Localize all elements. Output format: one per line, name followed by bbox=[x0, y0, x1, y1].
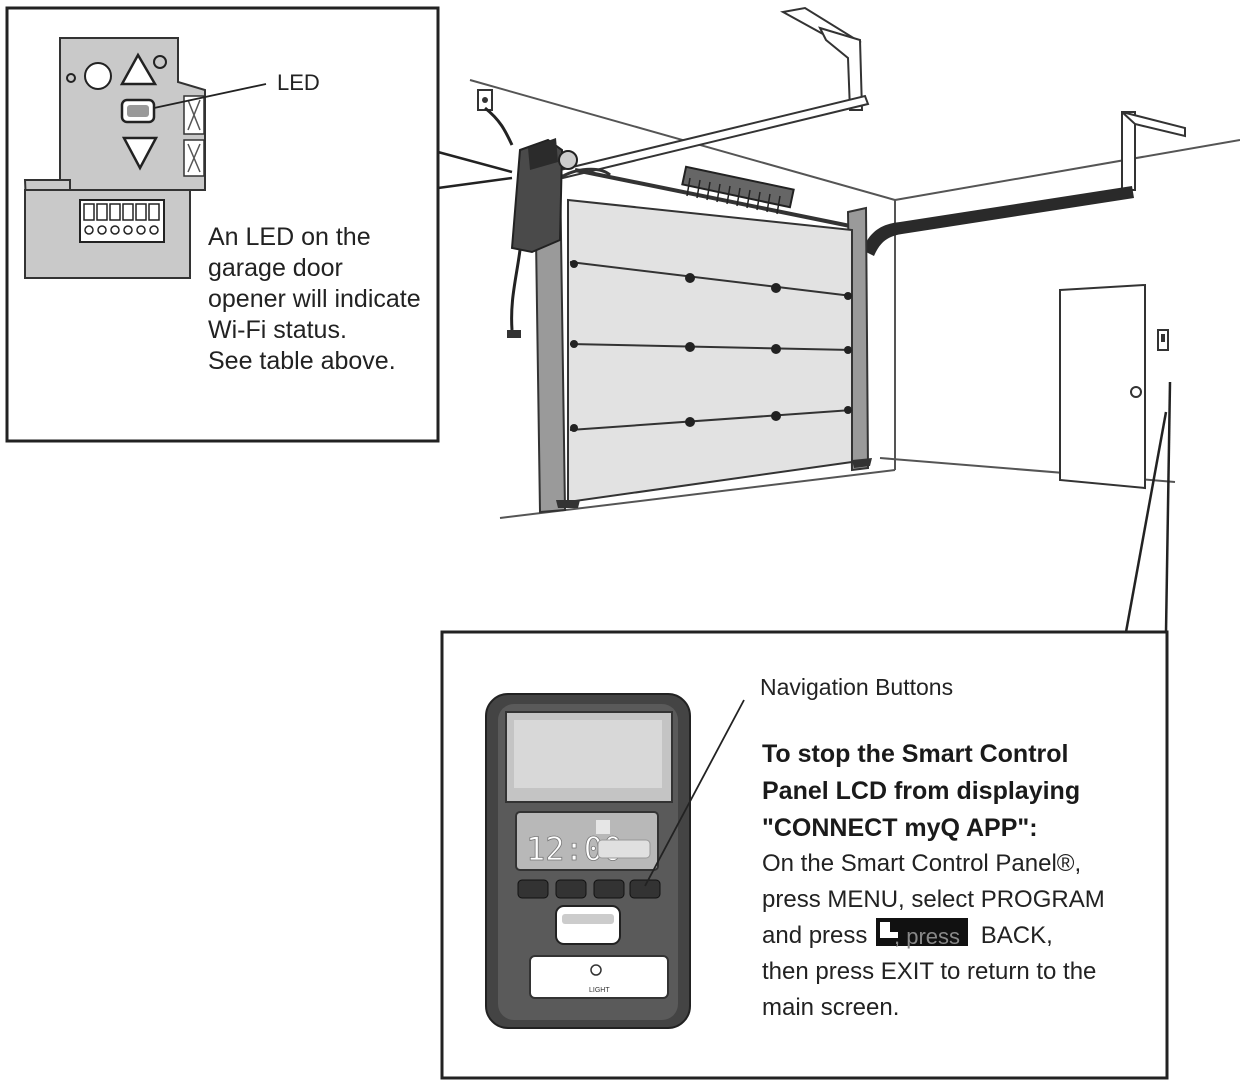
light-button[interactable] bbox=[529, 955, 669, 999]
open-close-button[interactable] bbox=[555, 905, 621, 945]
ceiling-bracket-right bbox=[1121, 111, 1186, 191]
led-desc-line-5: See table above. bbox=[208, 347, 396, 375]
nav-leader-line bbox=[644, 699, 745, 887]
nav-button-2[interactable] bbox=[555, 879, 587, 899]
instruction-body: On the Smart Control Panel®, press MENU,… bbox=[762, 846, 1105, 1026]
title-line-3: "CONNECT myQ APP": bbox=[762, 814, 1038, 842]
led-desc-line-3: opener will indicate bbox=[208, 285, 421, 313]
track-right bbox=[862, 186, 1134, 256]
opener-motor bbox=[507, 138, 578, 338]
led-desc-line-2: garage door bbox=[208, 254, 343, 282]
ceiling-bracket-left bbox=[780, 6, 864, 111]
led-desc-line-1: An LED on the bbox=[208, 223, 371, 251]
body-line-3: and press BACK, bbox=[762, 922, 1053, 949]
led-label: LED bbox=[277, 70, 320, 95]
title-line-1: To stop the Smart Control bbox=[762, 740, 1069, 768]
smart-control-panel: 12:00 LIGHT bbox=[485, 693, 691, 1029]
nav-button-3[interactable] bbox=[593, 879, 625, 899]
body-line-1: On the Smart Control Panel®, bbox=[762, 850, 1082, 877]
nav-button-1[interactable] bbox=[517, 879, 549, 899]
title-line-2: Panel LCD from displaying bbox=[762, 777, 1081, 805]
navigation-buttons-label: Navigation Buttons bbox=[760, 674, 954, 700]
overlay-text: , press bbox=[894, 924, 960, 949]
body-line-4: then press EXIT to return to the bbox=[762, 958, 1097, 985]
nav-button-4[interactable] bbox=[629, 879, 661, 899]
wall-outlet bbox=[477, 89, 514, 146]
led-description: An LED on the garage door opener will in… bbox=[208, 222, 448, 377]
opener-control-board bbox=[23, 37, 206, 279]
torsion-bar bbox=[574, 165, 861, 230]
body-line-2: press MENU, select PROGRAM bbox=[762, 886, 1105, 913]
led-desc-line-4: Wi-Fi status. bbox=[208, 316, 347, 344]
opener-rail bbox=[540, 94, 870, 180]
led-leader-line bbox=[153, 83, 267, 109]
interior-door bbox=[1059, 283, 1169, 490]
instruction-title: To stop the Smart Control Panel LCD from… bbox=[762, 736, 1080, 847]
garage-door bbox=[556, 198, 872, 508]
light-button-label: LIGHT bbox=[589, 987, 610, 994]
body-line-5: main screen. bbox=[762, 994, 900, 1021]
